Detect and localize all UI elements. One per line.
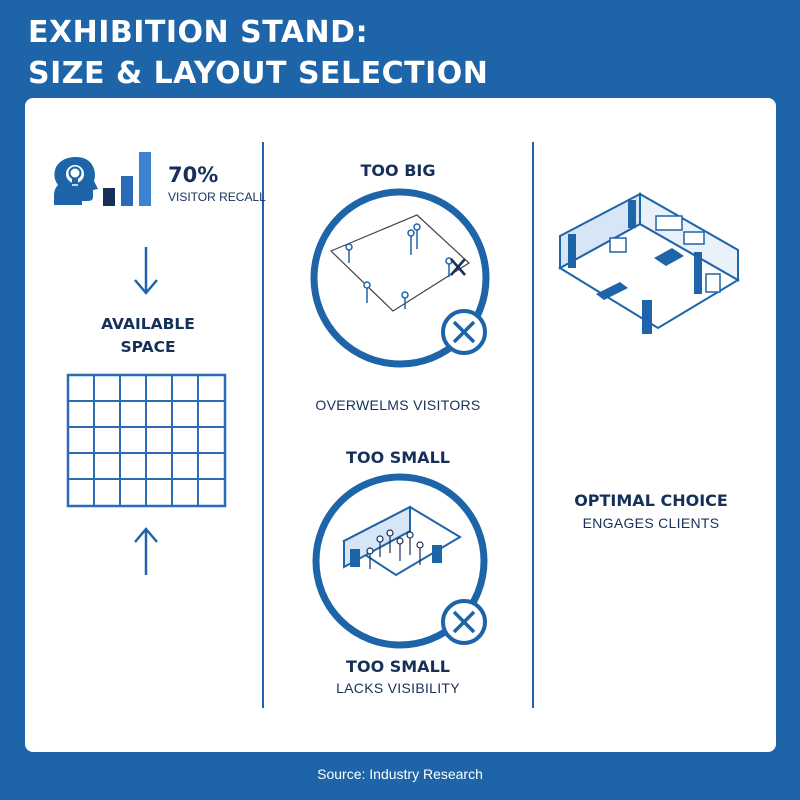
too-small-illustration [312, 473, 488, 649]
booth-illustration [558, 192, 740, 334]
page-title: EXHIBITION STAND: SIZE & LAYOUT SELECTIO… [28, 12, 488, 94]
stat-label: VISITOR RECALL [168, 190, 266, 204]
available-space-heading: AVAILABLE SPACE [72, 313, 224, 359]
grid-icon [66, 373, 227, 508]
available-space-line-2: SPACE [120, 338, 176, 356]
too-big-heading: TOO BIG [360, 161, 436, 180]
title-line-1: EXHIBITION STAND: [28, 15, 369, 50]
head-lightbulb-icon [54, 157, 98, 205]
too-big-illustration [310, 188, 490, 368]
source-footer: Source: Industry Research [317, 766, 483, 782]
too-small-caption: LACKS VISIBILITY [336, 680, 460, 696]
too-big-caption: OVERWELMS VISITORS [315, 397, 481, 413]
column-divider-right [532, 142, 534, 708]
cross-circle-icon [441, 309, 487, 355]
optimal-choice-caption: ENGAGES CLIENTS [582, 515, 720, 531]
cross-circle-icon [441, 599, 487, 645]
column-divider-left [262, 142, 264, 708]
optimal-choice-heading: OPTIMAL CHOICE [574, 491, 728, 510]
too-small-repeat-heading: TOO SMALL [346, 657, 450, 676]
bar-chart-icon [103, 152, 151, 206]
too-small-heading: TOO SMALL [346, 448, 450, 467]
available-space-line-1: AVAILABLE [101, 315, 195, 333]
stat-value: 70% [168, 163, 219, 187]
title-line-2: SIZE & LAYOUT SELECTION [28, 56, 489, 91]
arrow-up-icon [134, 527, 158, 575]
arrow-down-icon [134, 247, 158, 295]
